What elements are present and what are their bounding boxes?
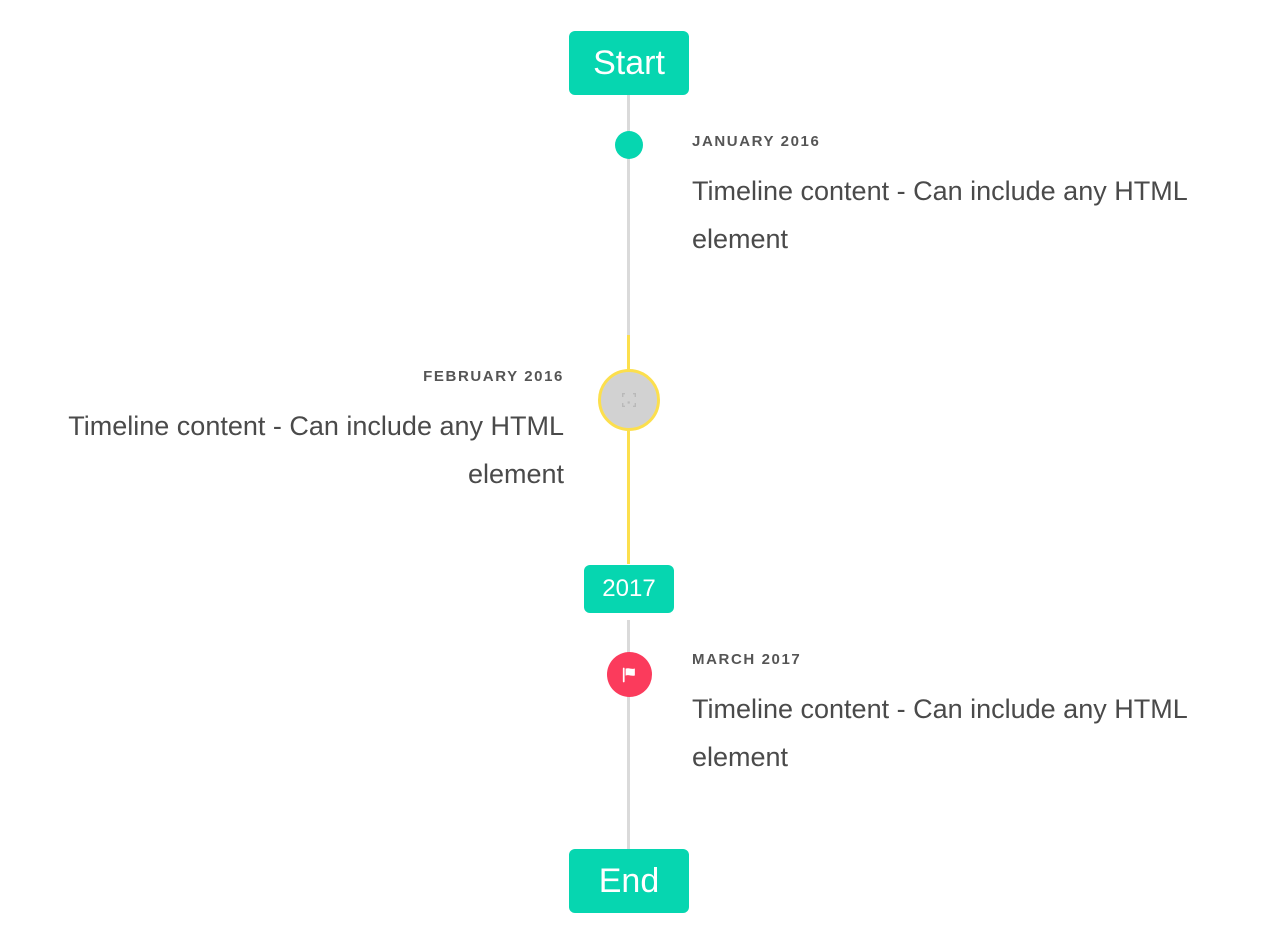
timeline-entry-body: Timeline content - Can include any HTML … bbox=[692, 175, 1187, 254]
timeline-marker-flag-icon[interactable] bbox=[607, 652, 652, 697]
timeline-entry-march: MARCH 2017 Timeline content - Can includ… bbox=[692, 651, 1216, 781]
broken-image-icon bbox=[622, 393, 636, 407]
timeline-year-badge[interactable]: 2017 bbox=[584, 565, 674, 613]
timeline-entry-february: FEBRUARY 2016 Timeline content - Can inc… bbox=[40, 368, 564, 498]
timeline-line-upper bbox=[627, 95, 630, 335]
timeline-line-highlight-lower bbox=[627, 429, 630, 564]
timeline-entry-date: JANUARY 2016 bbox=[692, 133, 821, 150]
timeline-entry-date: FEBRUARY 2016 bbox=[423, 368, 564, 385]
timeline-entry-january: JANUARY 2016 Timeline content - Can incl… bbox=[692, 133, 1216, 263]
timeline-start-badge[interactable]: Start bbox=[569, 31, 689, 95]
timeline-entry-date: MARCH 2017 bbox=[692, 651, 802, 668]
timeline-marker-broken-image-icon[interactable] bbox=[598, 369, 660, 431]
timeline-line-highlight-upper bbox=[627, 335, 630, 371]
timeline-marker-dot-icon[interactable] bbox=[615, 131, 643, 159]
flag-icon bbox=[622, 667, 635, 682]
timeline-end-badge[interactable]: End bbox=[569, 849, 689, 913]
timeline-entry-body: Timeline content - Can include any HTML … bbox=[68, 410, 564, 489]
timeline-entry-body: Timeline content - Can include any HTML … bbox=[692, 693, 1187, 772]
timeline-line-lower bbox=[627, 620, 630, 851]
